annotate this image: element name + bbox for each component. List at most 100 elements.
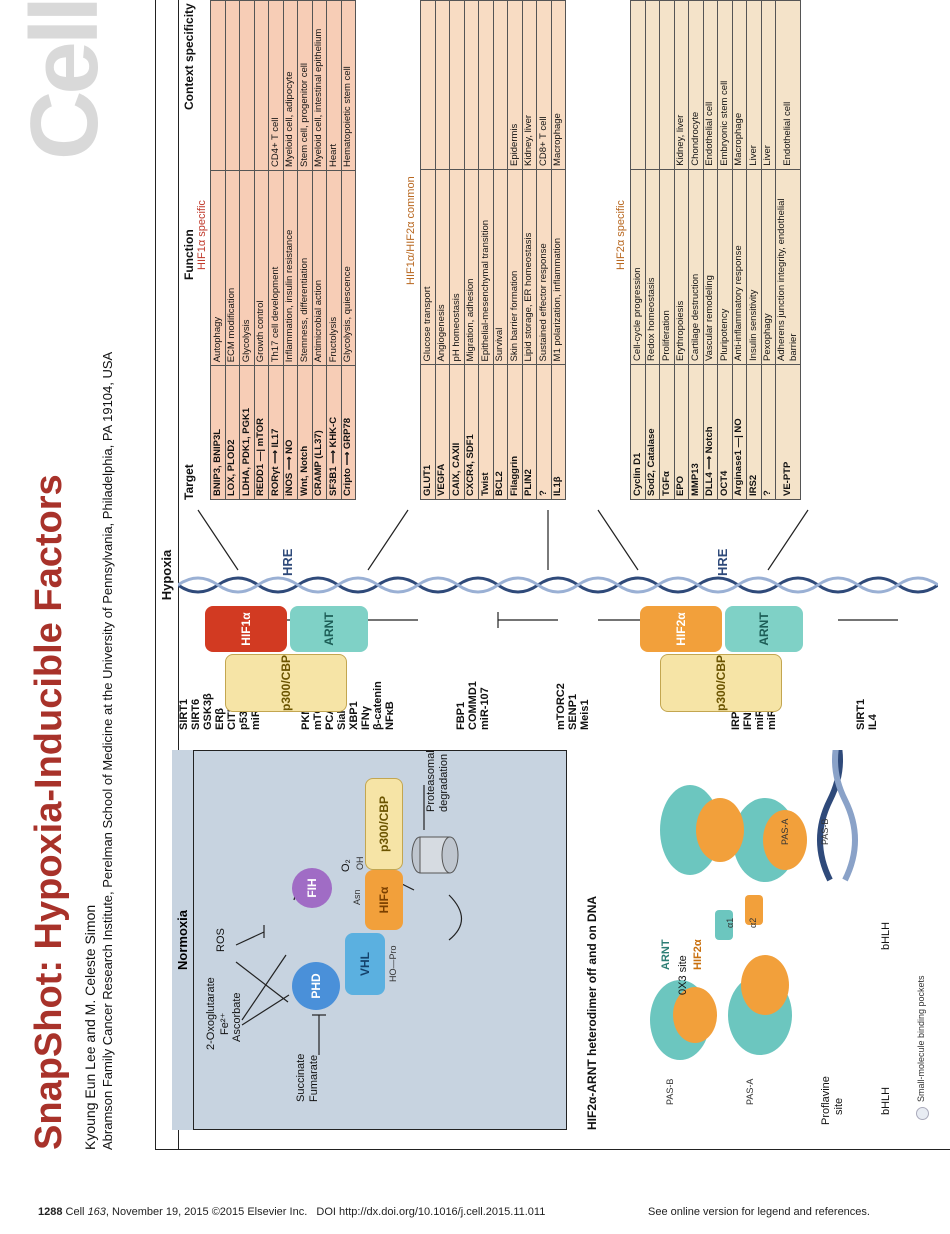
hif2a-complex: HIF2α (640, 606, 722, 652)
function-cell: Adherens junction integrity, endothelial… (775, 169, 801, 365)
target-cell: Cyclin D1 (630, 364, 645, 500)
pocket-legend-label: Small-molecule binding pockets (916, 975, 926, 1102)
target-cell: Arginase1 —| NO (732, 364, 747, 500)
target-cell: Cripto ⟶ GRP78 (341, 365, 356, 500)
target-cell: iNOS ⟶ NO (283, 365, 298, 500)
target-cell: ? (536, 364, 551, 500)
context-cell (435, 0, 450, 170)
function-cell: Sustained effector response (536, 169, 551, 365)
context-cell: Stem cell, progenitor cell (297, 0, 312, 171)
target-cell: REDD1 —| mTOR (254, 365, 269, 500)
context-cell: Myeloid cell, adipocyte (283, 0, 298, 171)
cell-logo: Cell (11, 0, 118, 160)
oxsite-label: 0X3 site (677, 955, 689, 995)
target-cell: CRAMP (LL37) (312, 365, 327, 500)
proflavine-line-1: Proflavine (820, 1076, 832, 1125)
function-cell: Erythropoiesis (674, 169, 689, 365)
context-cell: CD4+ T cell (268, 0, 283, 171)
target-cell: SF3B1 ⟶ KHK-C (326, 365, 341, 500)
function-cell: Angiogenesis (435, 169, 450, 365)
common-title: HIF1α/HIF2α common (405, 176, 417, 285)
target-cell: ? (761, 364, 776, 500)
hif2-activator: SIRT1 (855, 698, 867, 730)
normoxia-title: Normoxia (172, 750, 194, 1130)
target-cell: CXCR4, SDF1 (464, 364, 479, 500)
hif-alpha-normoxia: HIFα (365, 870, 403, 930)
o2-label-2: O₂ (340, 859, 352, 872)
target-cell: VE-PTP (775, 364, 801, 500)
pasa-label-dna: PAS-A (780, 818, 790, 845)
context-cell: Chondrocyte (688, 0, 703, 170)
bhlh-label-1: bHLH (880, 921, 892, 950)
context-cell: Macrophage (551, 0, 566, 170)
function-cell: ECM modification (225, 170, 240, 366)
citation-post: , November 19, 2015 ©2015 Elsevier Inc. (105, 1206, 308, 1218)
dna-helix (178, 576, 938, 594)
hif2-activator: IL4 (867, 714, 879, 730)
context-cell: Liver (761, 0, 776, 170)
page-number: 1288 (38, 1206, 63, 1218)
asparagine-label: Asn (352, 889, 362, 905)
function-cell: Survival (493, 169, 508, 365)
function-cell: Pexophagy (761, 169, 776, 365)
degradation-line-2: degradation (438, 753, 450, 812)
function-cell: Pluripotency (717, 169, 732, 365)
citation-pre: Cell (65, 1206, 88, 1218)
proflavine-line-2: site (833, 1097, 845, 1115)
context-cell (630, 0, 645, 170)
inhibitor-succinate: Succinate (295, 1053, 307, 1102)
doi-link[interactable]: DOI http://dx.doi.org/10.1016/j.cell.201… (316, 1206, 546, 1218)
context-cell (254, 0, 269, 171)
function-cell: Migration, adhesion (464, 169, 479, 365)
context-cell (645, 0, 660, 170)
pasb-label-dna: PAS-B (820, 818, 830, 845)
pocket-legend-icon (916, 1107, 929, 1120)
context-cell (493, 0, 508, 170)
common-activator: SENP1 (567, 693, 579, 730)
target-cell: LDHA, PDK1, PGK1 (239, 365, 254, 500)
pasb-label: PAS-B (665, 1078, 675, 1105)
function-cell: Redox homeostasis (645, 169, 660, 365)
function-cell: Lipid storage, ER homeostasis (522, 169, 537, 365)
hif1a-complex: HIF1α (205, 606, 287, 652)
cofactor-fe: Fe²⁺ (219, 1012, 231, 1035)
function-cell: Stemness, differentiation (297, 170, 312, 366)
poster-title: SnapShot: Hypoxia-Inducible Factors (28, 474, 70, 1150)
context-cell: Kidney, liver (674, 0, 689, 170)
vhl-protein: VHL (345, 933, 385, 995)
p300-cbp-normoxia: p300/CBP (365, 778, 403, 870)
function-cell: Growth control (254, 170, 269, 366)
function-column-header: Function (182, 229, 196, 280)
context-cell (210, 0, 225, 171)
hif2-activators: SIRT1 IL4 (855, 610, 879, 730)
context-cell (464, 0, 479, 170)
target-cell: LOX, PLOD2 (225, 365, 240, 500)
function-cell: Autophagy (210, 170, 225, 366)
common-activator: Meis1 (579, 699, 591, 730)
volume: 163 (87, 1206, 106, 1218)
function-cell: Antimicrobial action (312, 170, 327, 366)
cofactor-ascorbate: Ascorbate (231, 992, 243, 1042)
target-column-header: Target (182, 464, 196, 500)
context-cell: Epidermis (507, 0, 522, 170)
common-inhibitor: COMMD1 (467, 681, 479, 730)
alpha1-label: α1 (725, 917, 735, 928)
function-cell: Fructolysis (326, 170, 341, 366)
common-inhibitor: miR-107 (479, 687, 491, 730)
